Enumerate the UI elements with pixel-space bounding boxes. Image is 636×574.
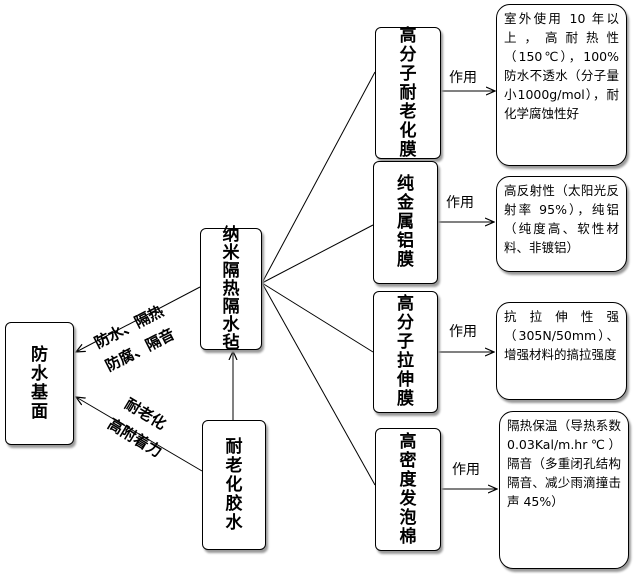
desc-text-4: 隔热保温（导热系数 0.03Kal/m.hr℃）隔音（多重闭孔结构隔音、减少雨滴…	[507, 418, 621, 509]
desc-box-4: 隔热保温（导热系数 0.03Kal/m.hr℃）隔音（多重闭孔结构隔音、减少雨滴…	[499, 411, 629, 569]
desc-box-3: 抗拉伸性强（305N/50mm）、增强材料的搞拉强度	[496, 302, 627, 400]
base-node: 防水基面	[5, 322, 74, 445]
layer-label-2: 纯金属铝膜	[397, 174, 414, 270]
center-label: 纳米隔热隔水毡	[222, 225, 240, 353]
arrow-center-to-base	[76, 286, 201, 352]
arrow-glue-to-base	[76, 397, 203, 472]
desc-text-3: 抗拉伸性强（305N/50mm）、增强材料的搞拉强度	[504, 309, 619, 362]
glue-node: 耐老化胶水	[202, 420, 266, 550]
desc-text-2: 高反射性（太阳光反射率 95%），纯铝（纯度高、软性材料、非镀铝）	[504, 183, 619, 255]
glue-label: 耐老化胶水	[225, 436, 243, 533]
layer-label-4: 高密度发泡棉	[399, 431, 417, 547]
layer-label-3: 高分子拉伸膜	[397, 294, 414, 409]
action-label-3: 作用	[449, 324, 477, 340]
layer-node-2: 纯金属铝膜	[373, 161, 438, 284]
layer-node-1: 高分子耐老化膜	[375, 25, 441, 160]
layer-node-4: 高密度发泡棉	[375, 428, 441, 551]
action-label-1: 作用	[449, 70, 477, 86]
center-node: 纳米隔热隔水毡	[200, 225, 262, 353]
base-label: 防水基面	[31, 344, 48, 422]
desc-box-2: 高反射性（太阳光反射率 95%），纯铝（纯度高、软性材料、非镀铝）	[496, 176, 627, 272]
line-center-to-layer-2	[261, 224, 374, 284]
line-center-to-layer-4	[261, 282, 376, 486]
desc-text-1: 室外使用 10 年以上，高耐热性（150℃），100%防水不透水（分子量小100…	[504, 11, 619, 121]
action-label-2: 作用	[446, 195, 474, 211]
desc-box-1: 室外使用 10 年以上，高耐热性（150℃），100%防水不透水（分子量小100…	[496, 4, 627, 166]
line-center-to-layer-1	[261, 71, 376, 284]
line-center-to-layer-3	[261, 282, 374, 353]
action-label-4: 作用	[452, 462, 480, 478]
layer-node-3: 高分子拉伸膜	[373, 291, 438, 413]
layer-label-1: 高分子耐老化膜	[399, 25, 417, 160]
